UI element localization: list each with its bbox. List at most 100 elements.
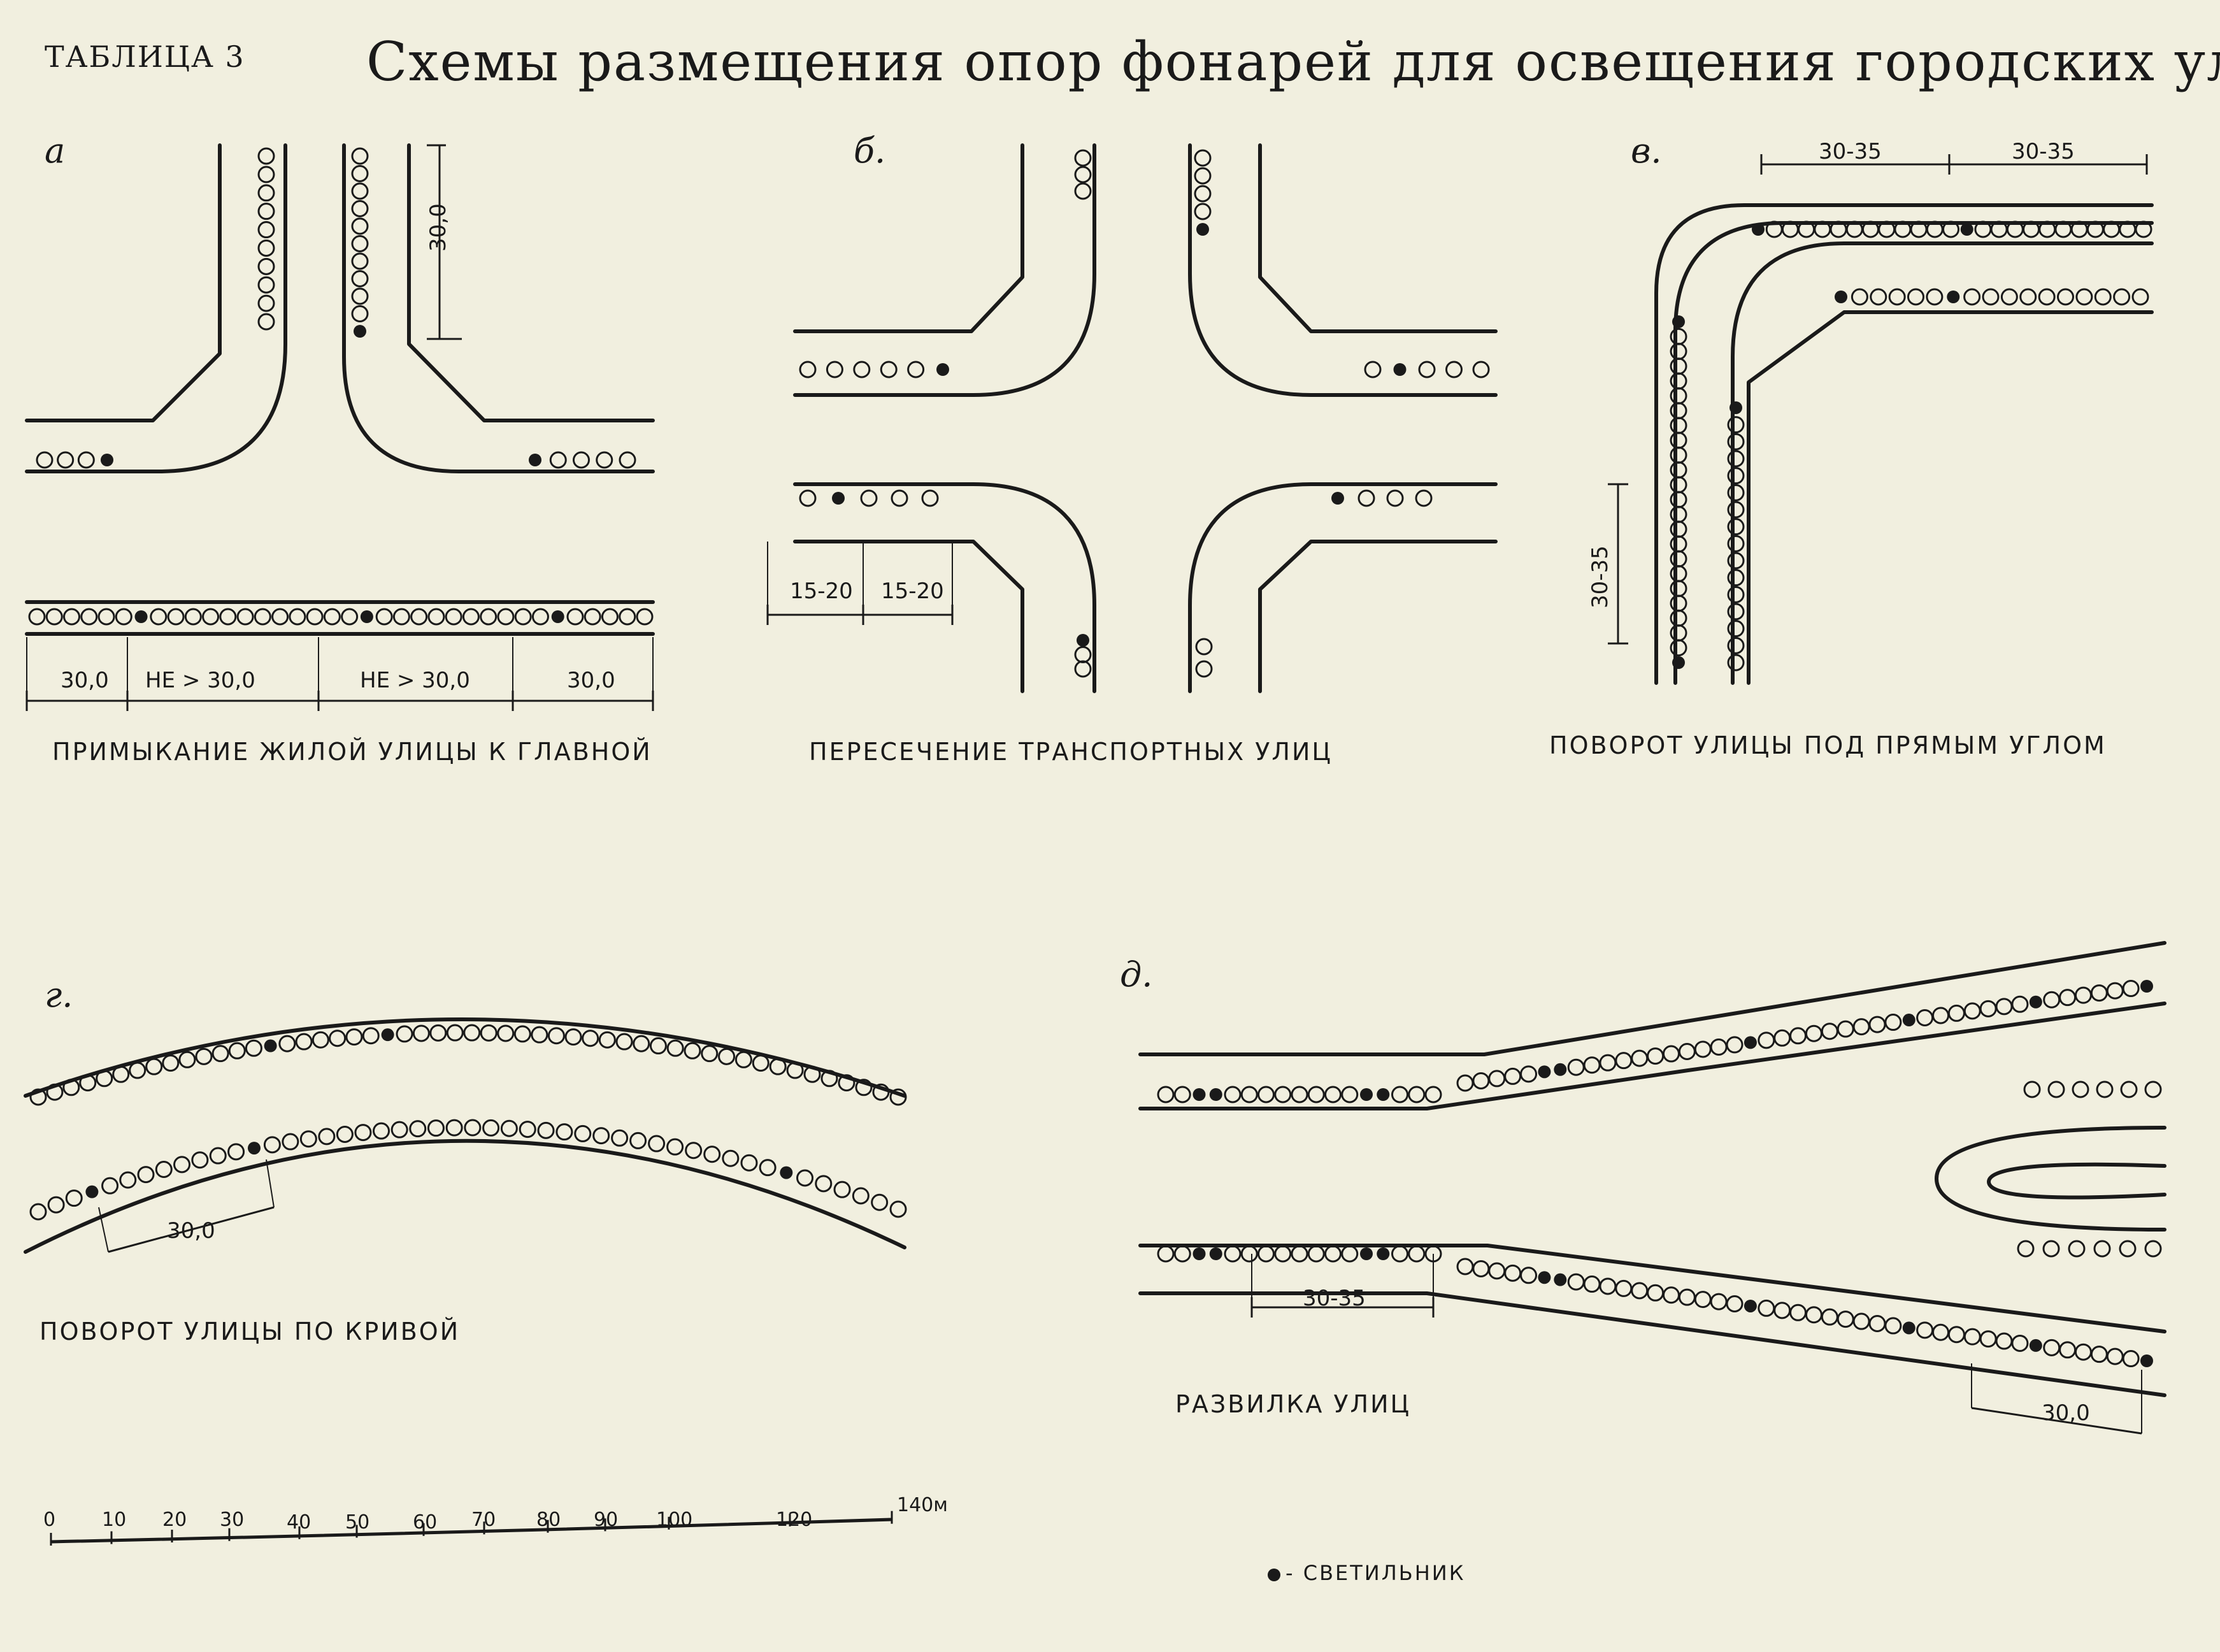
panel-b-caption: ПЕРЕСЕЧЕНИЕ ТРАНСПОРТНЫХ УЛИЦ [809, 738, 1333, 766]
tree-symbol [2074, 986, 2092, 1004]
lamp-marker [2140, 1354, 2153, 1367]
tree-symbol [685, 1142, 703, 1160]
lamp-marker [1331, 492, 1344, 505]
lamp-marker [2140, 980, 2153, 993]
lamp-marker [1209, 1247, 1222, 1260]
tree-symbol [480, 608, 498, 626]
tree-symbol [318, 1128, 336, 1146]
tree-symbol [703, 1146, 721, 1163]
tree-symbol [584, 608, 601, 626]
tree-symbol [1678, 1288, 1696, 1306]
tree-symbol [119, 1171, 137, 1189]
tree-symbol [1074, 149, 1092, 167]
tree-symbol [2106, 982, 2124, 1000]
tree-symbol [137, 1166, 155, 1184]
tree-symbol [1670, 431, 1687, 449]
curb-line [342, 143, 655, 473]
tree-symbol [390, 1121, 408, 1138]
tree-symbol [1758, 1299, 1775, 1317]
tree-symbol [429, 1024, 447, 1042]
panel-b-dim-1: 15-20 [790, 578, 853, 604]
tree-symbol [1995, 1332, 2013, 1350]
tree-symbol [1074, 182, 1092, 200]
tree-symbol [1758, 1031, 1775, 1049]
tree-symbol [65, 1189, 83, 1207]
tree-symbol [1488, 1070, 1506, 1088]
panel-v-dim-top-2: 30-35 [2012, 139, 2075, 164]
tree-symbol [257, 184, 275, 202]
tree-symbol [786, 1061, 804, 1079]
lamp-marker [1192, 1247, 1206, 1260]
tree-symbol [573, 451, 590, 469]
tree-symbol [2113, 288, 2131, 306]
tree-symbol [351, 200, 369, 217]
tree-symbol [1194, 149, 1212, 167]
tree-symbol [1727, 518, 1745, 536]
tree-symbol [257, 147, 275, 165]
tree-symbol [1391, 1086, 1408, 1103]
curb-line [1138, 1244, 2166, 1333]
tree-symbol [1670, 476, 1687, 494]
scale-tick-label: 10 [102, 1509, 127, 1531]
tree-symbol [1852, 1018, 1870, 1036]
tree-symbol [28, 608, 46, 626]
curb-line [1188, 482, 1498, 693]
lamp-marker [1268, 1569, 1280, 1581]
lamp-marker [2029, 995, 2042, 1009]
page-title: Схемы размещения опор фонарей для освеще… [366, 31, 2220, 93]
tree-symbol [351, 235, 369, 252]
tree-symbol [759, 1159, 777, 1177]
tree-symbol [1567, 1058, 1585, 1076]
scale-tick-label: 80 [536, 1509, 561, 1531]
lamp-marker [1744, 1036, 1757, 1049]
tree-symbol [855, 1079, 873, 1096]
tree-symbol [592, 1127, 610, 1145]
tree-symbol [115, 608, 132, 626]
tree-symbol [1727, 603, 1745, 621]
scale-tick-label: 90 [594, 1509, 619, 1531]
tree-symbol [1194, 185, 1212, 203]
tree-symbol [598, 1031, 616, 1049]
tree-symbol [445, 1119, 463, 1137]
tree-symbol [184, 608, 202, 626]
tree-symbol [500, 1119, 518, 1137]
tree-symbol [1670, 357, 1687, 375]
tree-symbol [1408, 1245, 1426, 1263]
tree-symbol [2042, 1240, 2060, 1258]
tree-symbol [1963, 288, 1981, 306]
tree-symbol [1727, 467, 1745, 485]
tree-symbol [1173, 1086, 1191, 1103]
lamp-marker [1196, 223, 1209, 236]
tree-symbol [2023, 1081, 2041, 1098]
tree-symbol [1821, 1308, 1838, 1326]
tree-symbol [803, 1065, 821, 1083]
scale-tick-label: 140м [897, 1494, 948, 1516]
tree-symbol [531, 608, 549, 626]
tree-symbol [1884, 1317, 1902, 1335]
tree-symbol [1386, 489, 1404, 507]
tree-symbol [211, 1045, 229, 1063]
tree-symbol [79, 1074, 97, 1092]
curb-line [1673, 221, 2154, 685]
tree-symbol [1662, 1045, 1680, 1063]
tree-symbol [351, 287, 369, 305]
tree-symbol [191, 1151, 209, 1169]
tree-symbol [97, 608, 115, 626]
tree-symbol [289, 608, 306, 626]
tree-symbol [1631, 1282, 1649, 1300]
lamp-marker [1947, 291, 1960, 303]
tree-symbol [2144, 1081, 2162, 1098]
tree-symbol [1947, 1326, 1965, 1344]
tree-symbol [464, 1119, 482, 1137]
lamp-marker [936, 363, 949, 376]
tree-symbol [1932, 1007, 1950, 1024]
panel-a-dim-4: 30,0 [567, 668, 615, 693]
tree-symbol [155, 1160, 173, 1178]
panel-v-dim-top-1: 30-35 [1819, 139, 1882, 164]
tree-symbol [815, 1175, 833, 1193]
tree-symbol [1727, 636, 1745, 654]
tree-symbol [2075, 288, 2093, 306]
tree-symbol [463, 1024, 481, 1042]
tree-symbol [1324, 1086, 1342, 1103]
tree-symbol [1888, 288, 1906, 306]
